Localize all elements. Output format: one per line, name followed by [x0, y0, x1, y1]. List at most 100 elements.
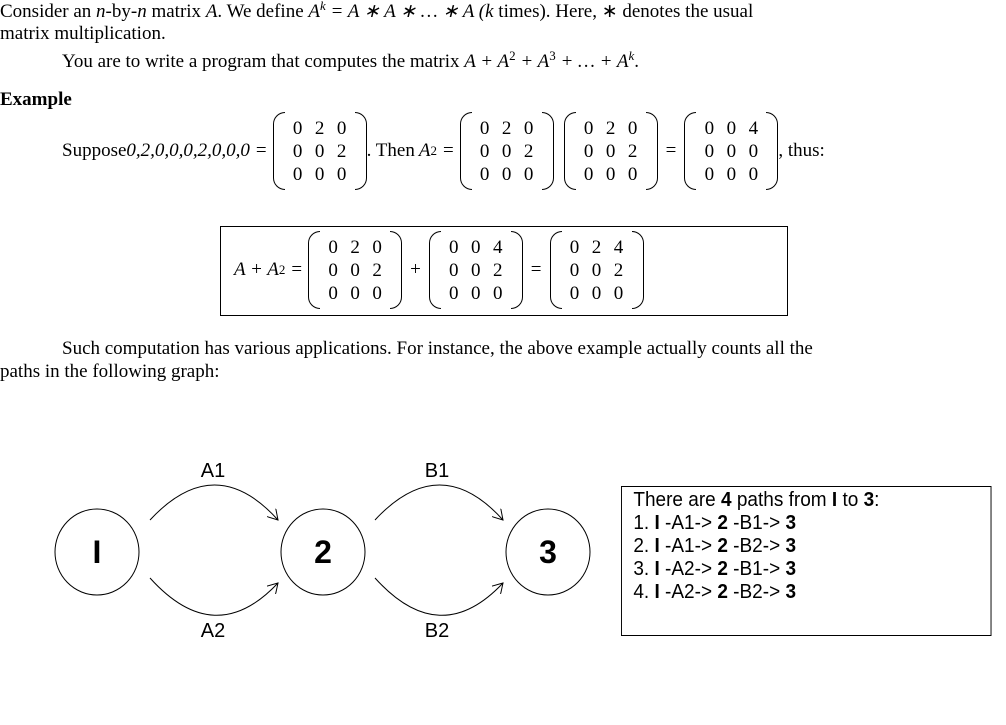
matrix-cell: 0: [704, 163, 715, 185]
matrix-cell: 0: [449, 282, 459, 304]
matrix-cell: 4: [613, 236, 624, 258]
text: 2: [717, 535, 728, 557]
edge-a2-label: A2: [201, 620, 225, 642]
matrix-cell: 0: [627, 163, 638, 185]
matrix-cell: 2: [350, 236, 360, 258]
left-paren: [563, 112, 576, 190]
right-paren: [541, 112, 554, 190]
text: -A2->: [659, 581, 718, 603]
node-2-circle: [280, 508, 366, 596]
text: 3.: [633, 558, 655, 580]
paths-box: There are 4 paths from I to 3: 1. I -A1-…: [621, 486, 992, 636]
matrix-cell: 0: [328, 282, 338, 304]
matrix-cell: 0: [471, 282, 481, 304]
matrix-cell: 0: [726, 140, 737, 162]
text: I: [654, 558, 660, 580]
matrix-cell: 0: [292, 140, 303, 162]
matrix-cell: 2: [372, 259, 382, 281]
node-3-label: 3: [539, 534, 557, 570]
matrix-cell: 0: [704, 117, 715, 139]
text: n: [137, 1, 147, 22]
right-paren: [354, 112, 367, 190]
edge-a1-label: A1: [201, 460, 225, 482]
matrix-cell: 0: [569, 236, 580, 258]
matrix-cell: 0: [292, 117, 303, 139]
text: k: [628, 48, 635, 63]
matrix-cell: 0: [479, 140, 490, 162]
matrix-cell: 0: [605, 163, 616, 185]
right-paren: [510, 231, 523, 309]
text: A + A: [234, 259, 279, 280]
intro-line-3: You are to write a program that computes…: [62, 48, 639, 73]
text: -B1->: [727, 512, 786, 534]
text: -by-: [105, 1, 138, 22]
text: 3: [785, 535, 797, 557]
text: 2: [717, 581, 728, 603]
edge-a1: [149, 484, 278, 520]
matrix-cell: 0: [328, 259, 338, 281]
text: =: [530, 259, 542, 280]
text: 2: [717, 558, 728, 580]
path-graph: I 2 3 A1 A2 B1 B2: [54, 460, 591, 642]
text: -B1->: [727, 558, 786, 580]
text: n: [96, 1, 106, 22]
text: -A1->: [659, 535, 718, 557]
edge-a2: [149, 577, 278, 616]
matrix-cell: 2: [523, 140, 534, 162]
text: 3: [785, 558, 797, 580]
left-paren: [549, 231, 562, 309]
matrix-cell: 0: [523, 163, 534, 185]
node-1-circle: [54, 508, 140, 596]
text: 0,2,0,0,0,2,0,0,0: [126, 140, 250, 161]
matrix-cell: 0: [350, 259, 360, 281]
text: + A: [515, 51, 550, 72]
text: 3: [549, 48, 556, 63]
matrix-cell: 0: [350, 282, 360, 304]
edge-b2: [374, 577, 503, 616]
matrix-cell: 0: [501, 140, 512, 162]
matrix-cell: 0: [613, 282, 624, 304]
text: paths from: [731, 489, 832, 511]
matrix-cell: 0: [471, 236, 481, 258]
intro-line-1: Consider an n-by-n matrix A. We define A…: [0, 0, 753, 23]
left-paren: [684, 112, 697, 190]
matrix-cell: 0: [726, 163, 737, 185]
text: -A1->: [659, 512, 718, 534]
matrix-cell: 2: [501, 117, 512, 139]
matrix-cell: 4: [493, 236, 503, 258]
text: A: [418, 140, 431, 161]
right-paren: [766, 112, 779, 190]
matrix-cell: 0: [523, 117, 534, 139]
sum-box: [220, 226, 788, 316]
para-line-2: paths in the following graph:: [0, 361, 220, 382]
node-1-label: I: [93, 534, 102, 570]
left-paren: [308, 231, 321, 309]
matrix-cell: 0: [314, 140, 325, 162]
matrix-cell: 0: [479, 163, 490, 185]
text: to: [837, 489, 864, 511]
path-item: 4. I -A2-> 2 -B2-> 3: [633, 581, 990, 604]
text: 3: [863, 489, 875, 511]
matrix-cell: 0: [449, 236, 459, 258]
text: 2: [717, 512, 728, 534]
text: 1.: [633, 512, 655, 534]
text: I: [654, 535, 660, 557]
text: 2: [509, 48, 516, 63]
example-heading: Example: [0, 89, 72, 110]
left-paren: [459, 112, 472, 190]
text: I: [654, 512, 660, 534]
right-paren: [631, 231, 644, 309]
edge-b2-label: B2: [425, 620, 449, 642]
matrix-cell: 0: [627, 117, 638, 139]
text: -B2->: [727, 581, 786, 603]
matrix-cell: 0: [479, 117, 490, 139]
matrix-cell: 2: [613, 259, 624, 281]
text: A + A: [464, 51, 510, 72]
edge-b1-label: B1: [425, 460, 449, 482]
